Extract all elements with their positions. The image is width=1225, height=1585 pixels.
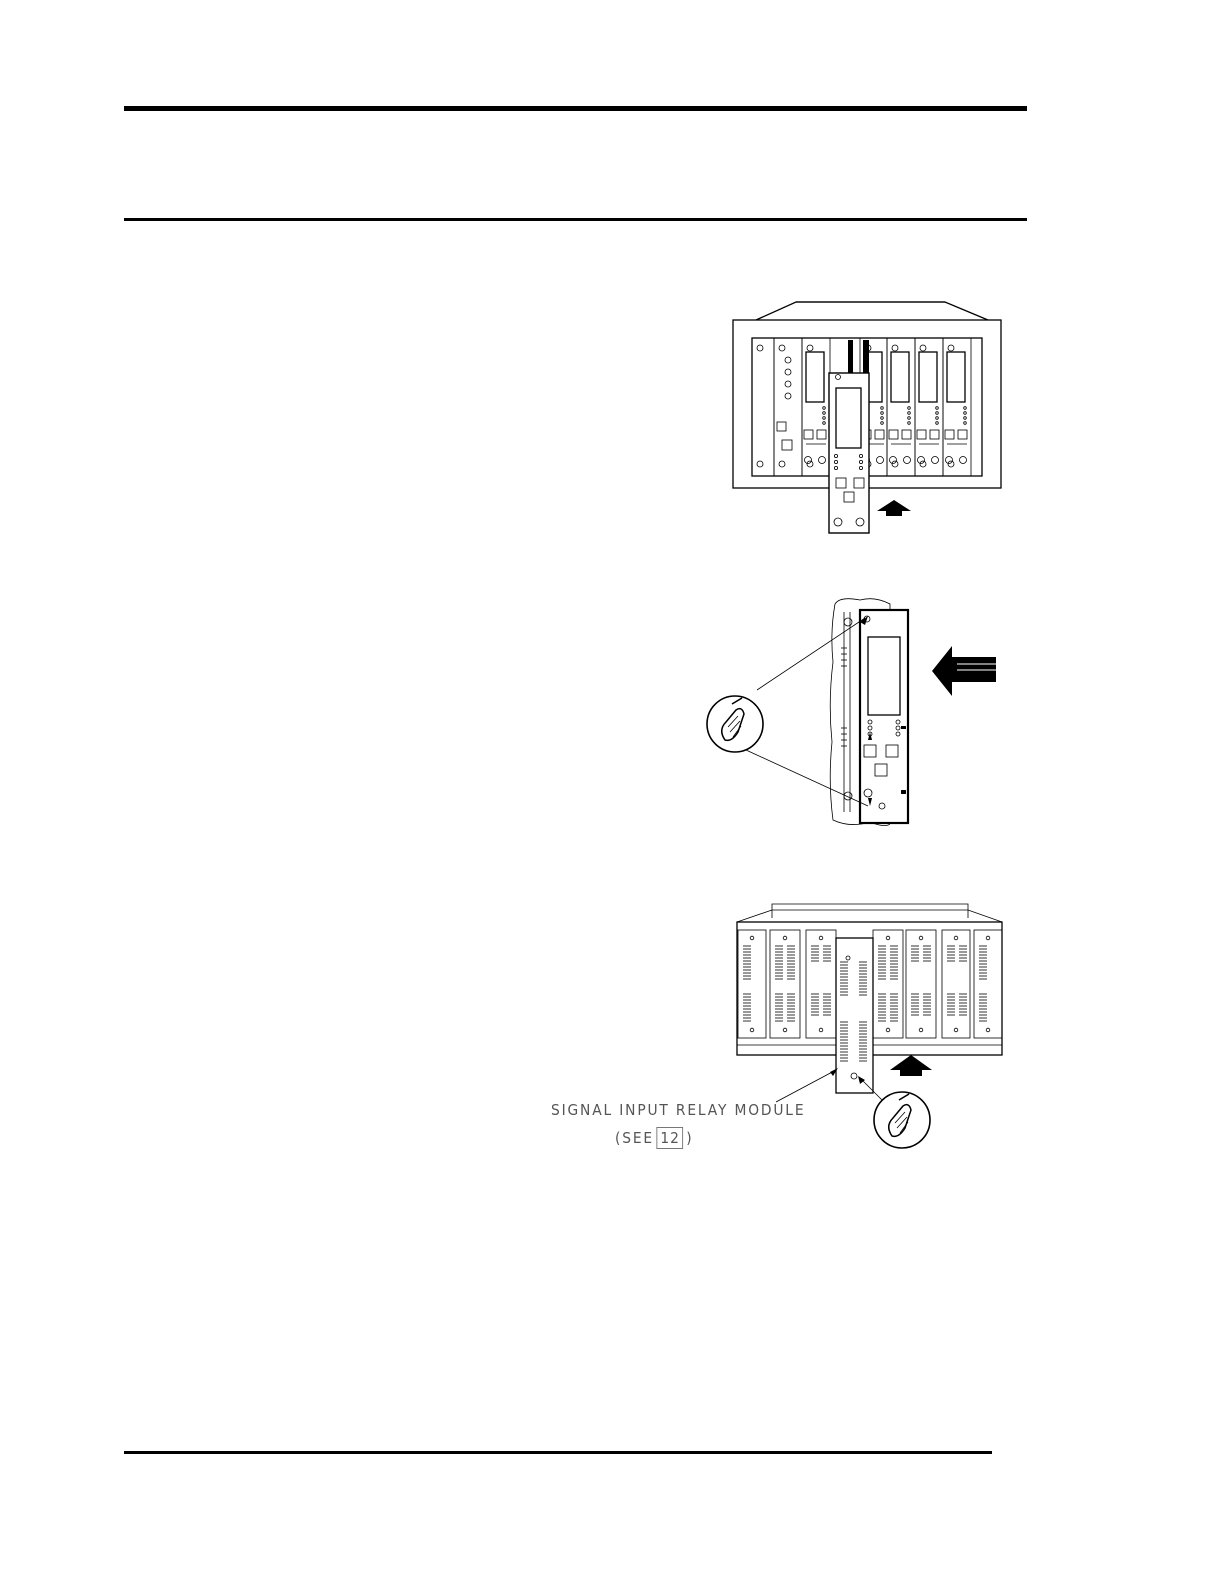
figure-1-rack-insert (730, 300, 1005, 540)
insert-arrow-icon (932, 646, 996, 696)
figure-3-relay-rack (736, 898, 1016, 1160)
screwdriver-icon (707, 696, 763, 752)
see-suffix: ) (686, 1129, 693, 1147)
see-prefix: (SEE (615, 1129, 654, 1147)
footer-rule (124, 1451, 992, 1454)
header-rule-top (124, 106, 1027, 111)
insert-arrow-icon (877, 500, 911, 516)
callout-signal-input-relay-module: SIGNAL INPUT RELAY MODULE (551, 1101, 805, 1119)
screwdriver-icon (874, 1092, 930, 1148)
figure-2-card-screws (700, 592, 1010, 842)
header-rule-bottom (124, 218, 1027, 221)
insert-arrow-icon (890, 1055, 932, 1076)
see-reference-number: 12 (657, 1127, 684, 1149)
